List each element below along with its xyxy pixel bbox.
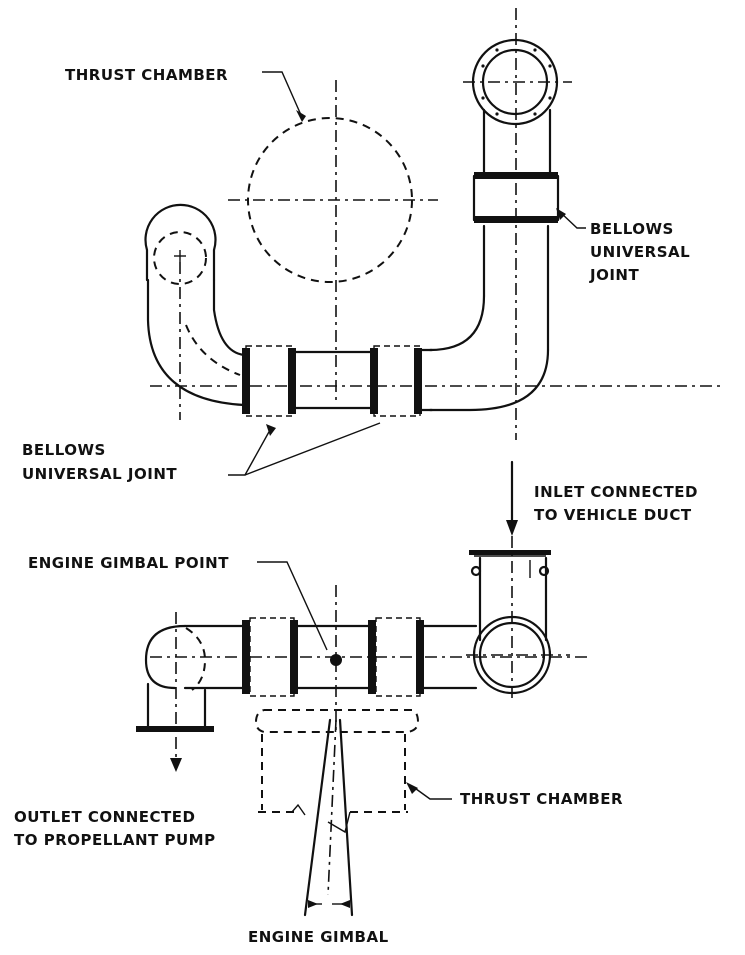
thrust-chamber-side-label: THRUST CHAMBER (460, 790, 623, 808)
right-vertical-duct (472, 108, 560, 352)
engine-gimbal-label: ENGINE GIMBAL (248, 928, 389, 946)
bellows-joint-left (242, 345, 296, 417)
outlet-label-line2: TO PROPELLANT PUMP (14, 831, 216, 849)
engine-gimbal-point (330, 585, 342, 730)
bellows-joint-right (370, 345, 422, 417)
top-view (144, 8, 720, 440)
thrust-chamber-top-label: THRUST CHAMBER (65, 66, 228, 84)
bellows-left-label-line1: BELLOWS (22, 441, 106, 459)
right-elbow-outer (428, 348, 550, 412)
side-bellows-right (368, 617, 424, 697)
inlet-label-line1: INLET CONNECTED (534, 483, 698, 501)
bellows-left-label-line2: UNIVERSAL JOINT (22, 465, 177, 483)
inlet-arrow (506, 460, 518, 700)
horizontal-duct-top (150, 348, 720, 412)
gimbal-point-label: ENGINE GIMBAL POINT (28, 554, 229, 572)
side-left-elbow (136, 612, 214, 772)
side-right-elbow (466, 615, 570, 695)
side-view (136, 460, 590, 917)
inlet-label-line2: TO VEHICLE DUCT (534, 506, 692, 524)
bellows-right-label-line2: UNIVERSAL (590, 243, 690, 261)
outlet-label-line1: OUTLET CONNECTED (14, 808, 195, 826)
leader-lines (228, 71, 586, 834)
bellows-right-label-line1: BELLOWS (590, 220, 674, 238)
inlet-flange (469, 550, 551, 642)
thrust-chamber-side (254, 709, 420, 813)
engine-gimbal-cone (303, 718, 354, 917)
left-elbow-flange (144, 203, 246, 420)
bellows-right-label-line3: JOINT (589, 266, 639, 284)
thrust-chamber-circle-top (228, 80, 438, 405)
upper-right-flange (463, 8, 572, 440)
right-elbow-inner (428, 294, 486, 352)
side-bellows-left (242, 617, 298, 697)
